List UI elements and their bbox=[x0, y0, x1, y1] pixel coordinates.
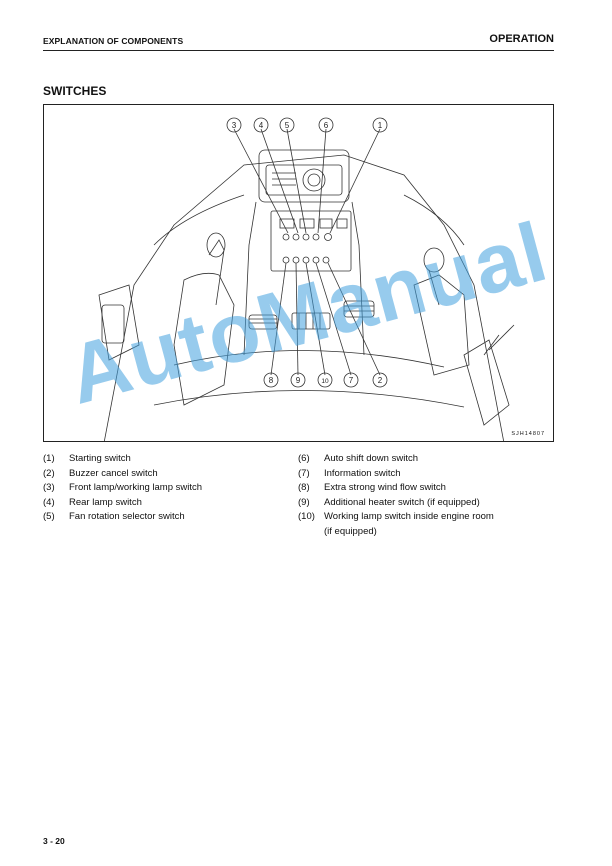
callout-6: 6 bbox=[324, 121, 329, 130]
callout-5: 5 bbox=[285, 121, 290, 130]
legend-item: (8) Extra strong wind flow switch bbox=[298, 481, 494, 496]
legend-number bbox=[298, 525, 324, 540]
legend-text: Working lamp switch inside engine room bbox=[324, 511, 494, 523]
legend-number: (3) bbox=[43, 482, 55, 494]
legend-item: (7) Information switch bbox=[298, 467, 494, 482]
legend-number: (2) bbox=[43, 467, 55, 479]
legend-number: (8) bbox=[298, 482, 310, 494]
legend-number: (4) bbox=[43, 496, 55, 508]
legend-item: (10) Working lamp switch inside engine ro… bbox=[298, 510, 494, 525]
legend-text: (if equipped) bbox=[324, 525, 377, 537]
header-chapter-label: OPERATION bbox=[489, 33, 554, 45]
legend-item: (4) Rear lamp switch bbox=[43, 496, 202, 511]
legend-text: Fan rotation selector switch bbox=[69, 511, 185, 523]
legend-item: (6) Auto shift down switch bbox=[298, 452, 494, 467]
callout-1: 1 bbox=[378, 121, 383, 130]
figure-code: SJH14807 bbox=[511, 431, 545, 437]
legend-item: (5) Fan rotation selector switch bbox=[43, 510, 202, 525]
callout-8: 8 bbox=[269, 376, 274, 385]
legend-right-column: (6) Auto shift down switch (7) Information… bbox=[298, 452, 494, 540]
legend-item: (2) Buzzer cancel switch bbox=[43, 467, 202, 482]
legend-number: (9) bbox=[298, 496, 310, 508]
legend-text: Rear lamp switch bbox=[69, 496, 142, 508]
legend-item-continuation: (if equipped) bbox=[298, 525, 494, 540]
callout-3: 3 bbox=[232, 121, 237, 130]
header-divider bbox=[43, 50, 554, 51]
legend-item: (1) Starting switch bbox=[43, 452, 202, 467]
legend-item: (3) Front lamp/working lamp switch bbox=[43, 481, 202, 496]
callout-7: 7 bbox=[349, 376, 354, 385]
legend-number: (6) bbox=[298, 453, 310, 464]
legend-item: (9) Additional heater switch (if equipped… bbox=[298, 496, 494, 511]
legend-number: (7) bbox=[298, 467, 310, 479]
legend-text: Information switch bbox=[324, 467, 401, 479]
legend-text: Auto shift down switch bbox=[324, 453, 418, 464]
section-title: SWITCHES bbox=[43, 84, 107, 98]
callout-2: 2 bbox=[378, 376, 383, 385]
legend-left-column: (1) Starting switch (2) Buzzer cancel swit… bbox=[43, 452, 202, 525]
legend-number: (5) bbox=[43, 511, 55, 523]
legend-text: Starting switch bbox=[69, 453, 131, 464]
legend-text: Extra strong wind flow switch bbox=[324, 482, 446, 494]
callout-4: 4 bbox=[259, 121, 264, 130]
cab-illustration: 3 4 5 6 1 8 9 10 7 2 bbox=[98, 117, 515, 441]
callout-10: 10 bbox=[321, 378, 329, 385]
header-section-label: EXPLANATION OF COMPONENTS bbox=[43, 36, 184, 46]
legend-text: Buzzer cancel switch bbox=[69, 467, 158, 479]
legend-text: Front lamp/working lamp switch bbox=[69, 482, 203, 494]
callout-9: 9 bbox=[296, 376, 301, 385]
page-number: 3 - 20 bbox=[43, 836, 65, 846]
switches-figure: 3 4 5 6 1 8 9 10 7 2 SJH14807 bbox=[43, 104, 554, 442]
legend-text: Additional heater switch (if equipped) bbox=[324, 496, 480, 508]
legend-number: (10) bbox=[298, 511, 315, 523]
legend-number: (1) bbox=[43, 453, 55, 464]
